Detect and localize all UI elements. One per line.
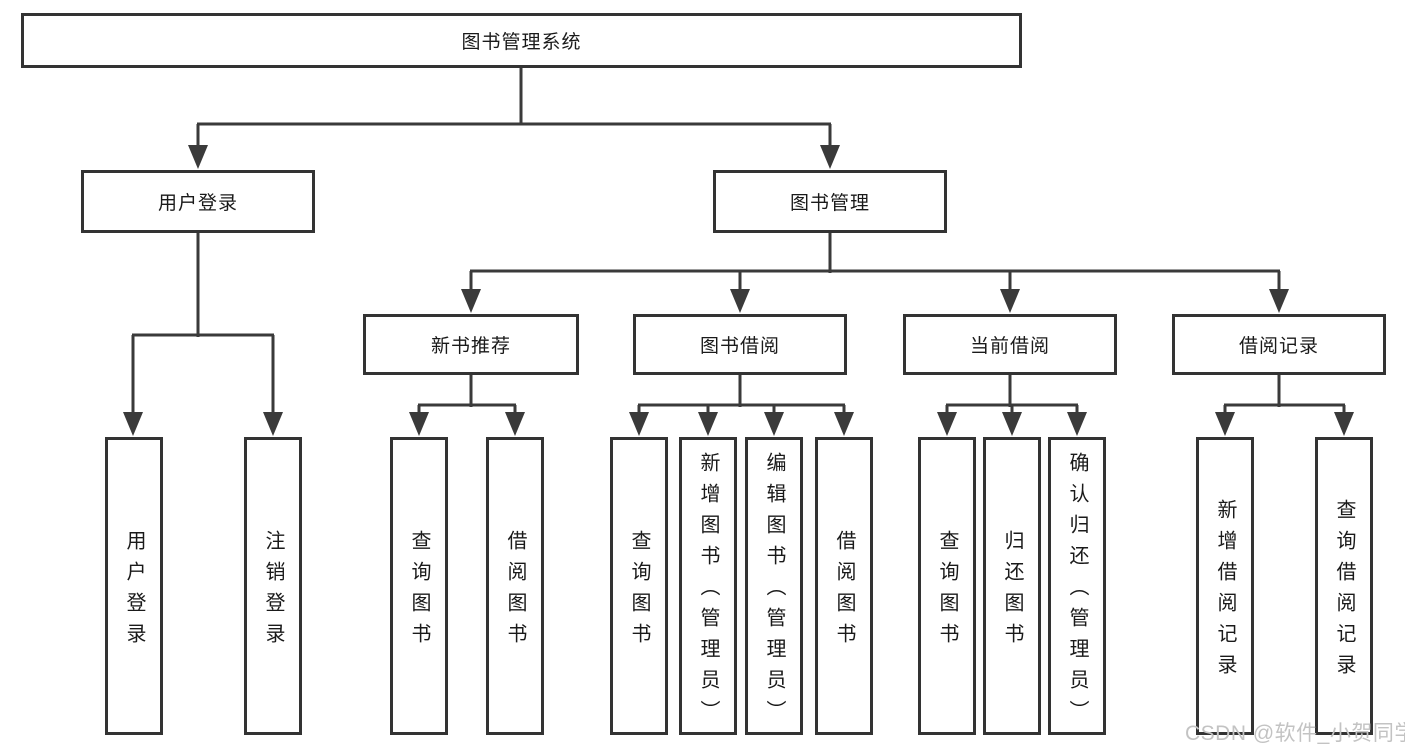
- node-label: 用户登录: [123, 529, 145, 654]
- node-leaf-confirm-return-admin: 确认归还（管理员）: [1048, 437, 1106, 735]
- node-label: 查询借阅记录: [1333, 498, 1355, 685]
- node-leaf-logout: 注销登录: [244, 437, 302, 735]
- node-leaf-add-books-admin: 新增图书（管理员）: [679, 437, 737, 735]
- arrowhead-icon: [409, 412, 429, 436]
- arrowhead-icon: [1215, 412, 1235, 436]
- node-label: 借阅图书: [833, 529, 855, 654]
- arrowhead-icon: [1002, 412, 1022, 436]
- node-borrowing-records: 借阅记录: [1172, 314, 1386, 375]
- connector-new-books-branch: [409, 375, 525, 436]
- node-leaf-user-login: 用户登录: [105, 437, 163, 735]
- arrowhead-icon: [263, 412, 283, 436]
- node-leaf-borrow-books-1: 借阅图书: [486, 437, 544, 735]
- connector-borrow-records-branch: [1215, 375, 1354, 436]
- node-label: 新增图书（管理员）: [697, 452, 719, 731]
- arrowhead-icon: [505, 412, 525, 436]
- node-leaf-edit-books-admin: 编辑图书（管理员）: [745, 437, 803, 735]
- arrowhead-icon: [834, 412, 854, 436]
- node-leaf-query-books-1: 查询图书: [390, 437, 448, 735]
- node-label: 确认归还（管理员）: [1066, 452, 1088, 731]
- node-leaf-borrow-books-2: 借阅图书: [815, 437, 873, 735]
- node-label: 查询图书: [628, 529, 650, 654]
- connector-user-login-branch: [123, 233, 283, 436]
- node-leaf-add-borrow-record: 新增借阅记录: [1196, 437, 1254, 735]
- node-book-management: 图书管理: [713, 170, 947, 233]
- connector-root-to-level2: [188, 68, 840, 169]
- watermark: CSDN @软件_小贺同学: [1185, 722, 1405, 745]
- arrowhead-icon: [629, 412, 649, 436]
- node-user-login: 用户登录: [81, 170, 315, 233]
- arrowhead-icon: [1269, 289, 1289, 313]
- node-label: 查询图书: [936, 529, 958, 654]
- arrowhead-icon: [1334, 412, 1354, 436]
- node-book-borrowing: 图书借阅: [633, 314, 847, 375]
- node-root-system: 图书管理系统: [21, 13, 1022, 68]
- node-label: 归还图书: [1001, 529, 1023, 654]
- connector-current-borrow-branch: [937, 375, 1087, 436]
- arrowhead-icon: [937, 412, 957, 436]
- node-label: 新增借阅记录: [1214, 498, 1236, 685]
- node-leaf-query-books-3: 查询图书: [918, 437, 976, 735]
- arrowhead-icon: [730, 289, 750, 313]
- node-label: 注销登录: [262, 529, 284, 654]
- arrowhead-icon: [1000, 289, 1020, 313]
- node-new-book-recommend: 新书推荐: [363, 314, 579, 375]
- arrowhead-icon: [698, 412, 718, 436]
- node-label: 查询图书: [408, 529, 430, 654]
- connector-book-mgmt-branch: [461, 233, 1289, 313]
- node-leaf-query-books-2: 查询图书: [610, 437, 668, 735]
- node-label: 借阅图书: [504, 529, 526, 654]
- node-current-borrowing: 当前借阅: [903, 314, 1117, 375]
- arrowhead-icon: [1067, 412, 1087, 436]
- node-label: 编辑图书（管理员）: [763, 452, 785, 731]
- arrowhead-icon: [461, 289, 481, 313]
- connector-book-borrow-branch: [629, 375, 854, 436]
- arrowhead-icon: [764, 412, 784, 436]
- arrowhead-icon: [123, 412, 143, 436]
- arrowhead-icon: [188, 145, 208, 169]
- node-leaf-query-borrow-record: 查询借阅记录: [1315, 437, 1373, 735]
- node-leaf-return-books: 归还图书: [983, 437, 1041, 735]
- arrowhead-icon: [820, 145, 840, 169]
